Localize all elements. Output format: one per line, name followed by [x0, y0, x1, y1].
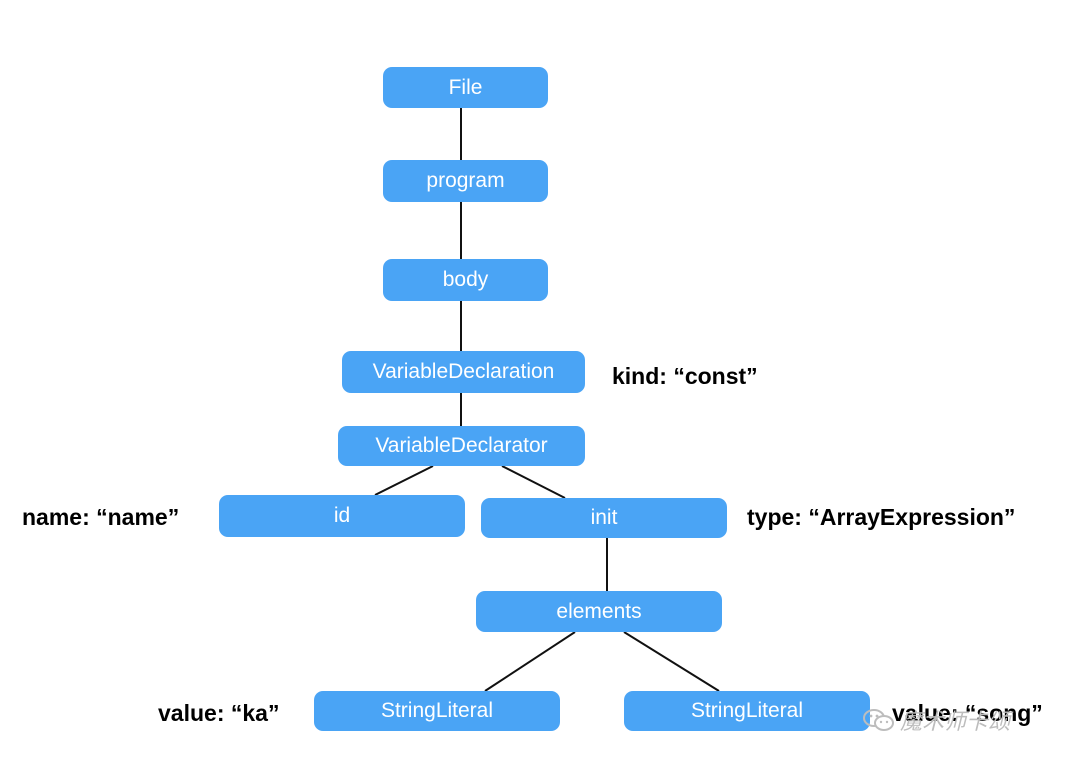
- edge-declarator-init: [501, 465, 566, 499]
- label-type: type: “ArrayExpression”: [747, 504, 1016, 530]
- node-variable-declaration: VariableDeclaration: [342, 351, 585, 393]
- node-variable-declarator: VariableDeclarator: [338, 426, 585, 466]
- node-string-literal-2: StringLiteral: [624, 691, 870, 731]
- node-id: id: [219, 495, 465, 537]
- node-string-literal-1: StringLiteral: [314, 691, 560, 731]
- wechat-icon: [862, 707, 896, 733]
- edge-elements-string-literal-1: [484, 631, 576, 692]
- node-body: body: [383, 259, 548, 301]
- node-program: program: [383, 160, 548, 202]
- watermark: 魔术师卡颂: [862, 700, 1010, 740]
- label-name: name: “name”: [22, 504, 180, 530]
- label-value-ka: value: “ka”: [158, 700, 280, 726]
- node-init: init: [481, 498, 727, 538]
- edge-declarator-id: [374, 465, 434, 496]
- label-kind: kind: “const”: [612, 363, 758, 389]
- node-file: File: [383, 67, 548, 108]
- node-elements: elements: [476, 591, 722, 632]
- label-value-song: value: “song”: [892, 700, 1043, 726]
- watermark-text: 魔术师卡颂: [900, 709, 1011, 734]
- edge-elements-string-literal-2: [623, 631, 720, 692]
